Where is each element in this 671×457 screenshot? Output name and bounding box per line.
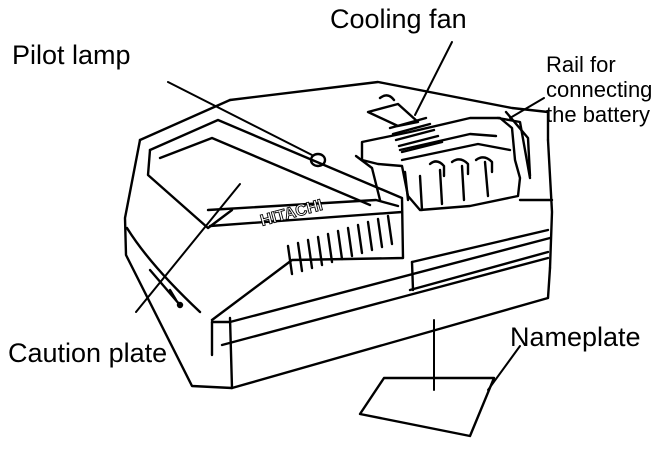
brand-mark: HITACHI — [259, 197, 325, 230]
label-pilot-lamp: Pilot lamp — [12, 40, 131, 70]
pilot-lamp-indicator — [309, 152, 327, 168]
label-rail-line-3: the battery — [546, 102, 650, 127]
label-caution-plate: Caution plate — [8, 338, 168, 368]
label-rail-line-2: connecting — [546, 77, 653, 102]
label-nameplate: Nameplate — [510, 322, 641, 352]
charger-body — [123, 80, 554, 390]
nameplate-card — [358, 376, 496, 438]
battery-rail — [354, 110, 532, 212]
label-cooling-fan: Cooling fan — [330, 4, 467, 34]
cooling-fan-vents — [366, 94, 444, 154]
label-rail-for-connecting-battery: Rail for connecting the battery — [546, 52, 652, 127]
front-vent-slots — [286, 214, 394, 276]
label-rail-line-1: Rail for — [546, 52, 616, 77]
